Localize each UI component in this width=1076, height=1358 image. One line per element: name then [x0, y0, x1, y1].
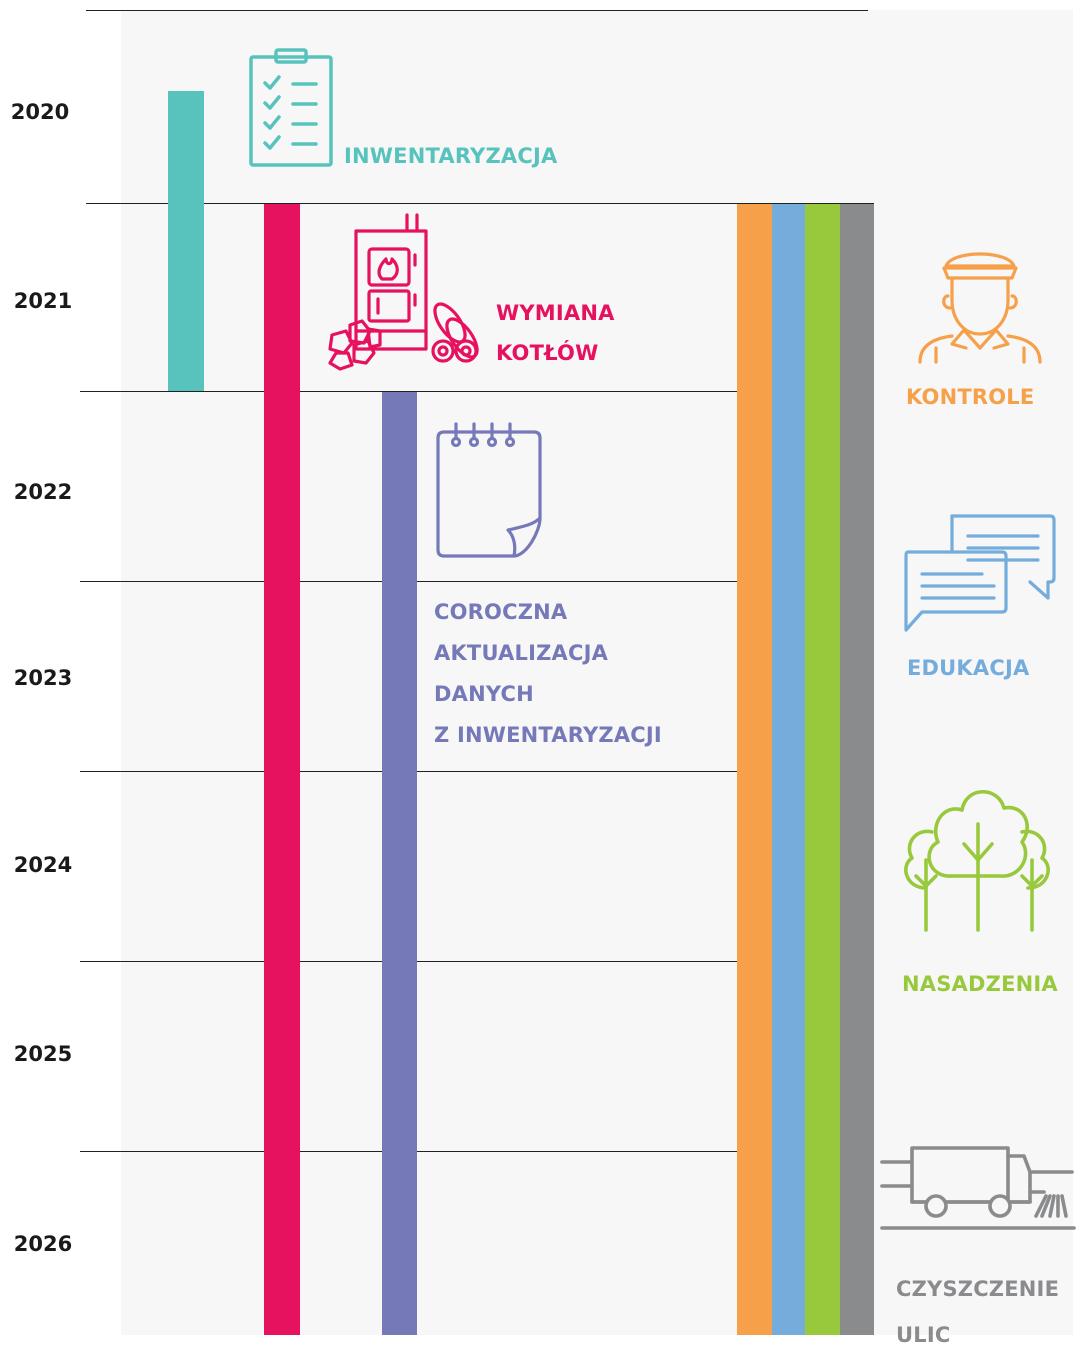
label-aktualizacja: COROCZNA AKTUALIZACJA DANYCH Z INWENTARY… — [434, 592, 662, 756]
year-label-2024: 2024 — [13, 853, 73, 877]
notepad-icon — [434, 422, 546, 560]
label-edukacja: EDUKACJA — [907, 656, 1030, 680]
inspector-icon — [916, 244, 1044, 364]
year-label-2021: 2021 — [13, 289, 73, 313]
clipboard-checklist-icon — [248, 47, 336, 169]
bar-kontrole — [737, 204, 772, 1335]
year-separator — [80, 961, 874, 962]
label-line: DANYCH — [434, 682, 534, 706]
bar-wymiana-kotlow — [264, 204, 300, 1335]
boiler-coal-wood-icon — [322, 213, 492, 373]
label-kontrole: KONTROLE — [906, 385, 1035, 409]
year-separator — [80, 1151, 874, 1152]
year-label-2023: 2023 — [13, 666, 73, 690]
bar-edukacja — [772, 204, 805, 1335]
speech-bubbles-icon — [902, 512, 1056, 636]
bar-aktualizacja — [382, 392, 417, 1335]
label-line: Z INWENTARYZACJI — [434, 723, 662, 747]
label-line: COROCZNA — [434, 600, 568, 624]
label-line: KOTŁÓW — [496, 341, 599, 365]
label-line: WYMIANA — [496, 301, 615, 325]
label-inwentaryzacja: INWENTARYZACJA — [344, 144, 558, 168]
year-separator — [80, 771, 874, 772]
year-separator — [86, 203, 874, 204]
year-label-2025: 2025 — [13, 1042, 73, 1066]
year-separator — [80, 391, 874, 392]
bar-nasadzenia — [805, 204, 840, 1335]
label-line: CZYSZCZENIE — [896, 1277, 1060, 1301]
label-wymiana-kotlow: WYMIANA KOTŁÓW — [496, 293, 615, 373]
trees-icon — [892, 764, 1062, 934]
label-line: ULIC — [896, 1323, 951, 1347]
year-separator — [80, 581, 874, 582]
street-sweeper-icon — [880, 1142, 1076, 1234]
bar-inwentaryzacja — [168, 91, 204, 391]
year-label-2020: 2020 — [10, 100, 70, 124]
bar-czyszczenie — [840, 204, 874, 1335]
year-label-2026: 2026 — [13, 1232, 73, 1256]
label-czyszczenie-ulic: CZYSZCZENIE ULIC — [896, 1266, 1059, 1358]
label-line: AKTUALIZACJA — [434, 641, 609, 665]
year-label-2022: 2022 — [13, 480, 73, 504]
year-separator — [86, 10, 868, 11]
label-nasadzenia: NASADZENIA — [902, 972, 1058, 996]
